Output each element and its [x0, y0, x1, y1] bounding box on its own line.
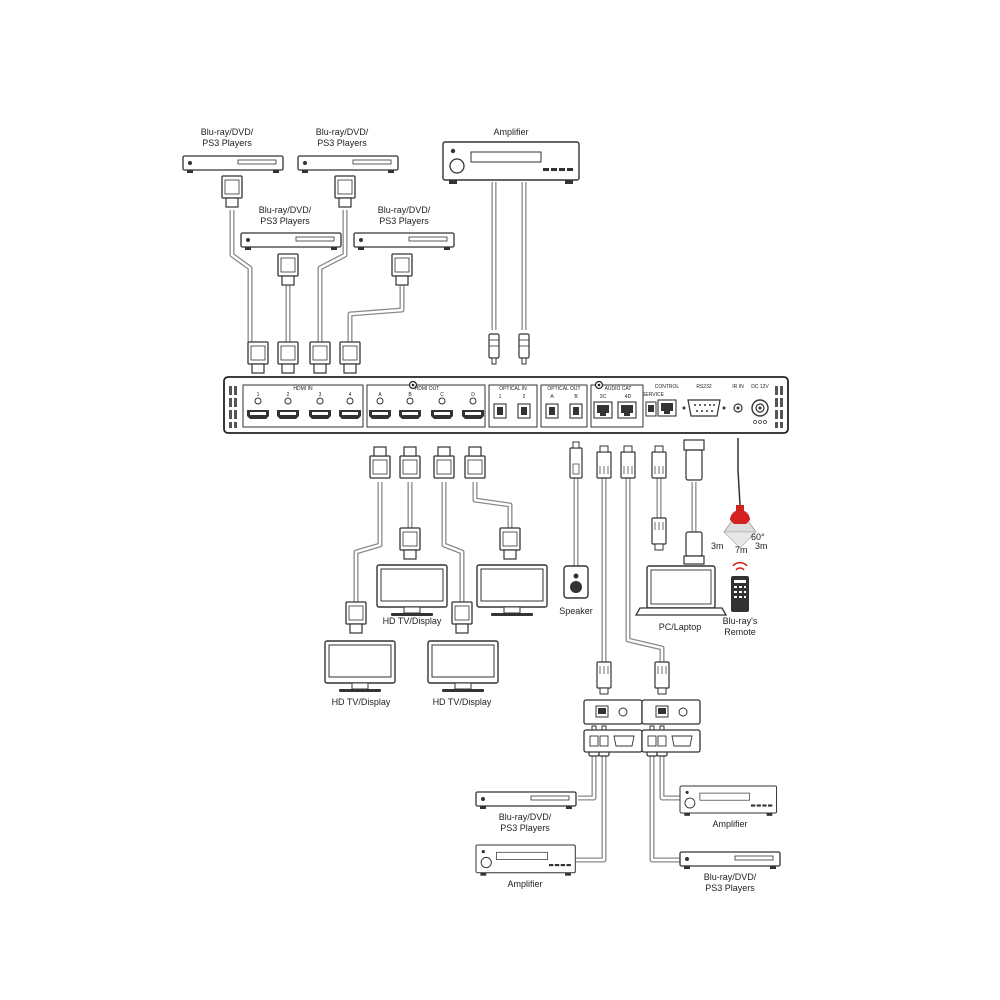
plugs — [221, 175, 705, 757]
tv-right — [476, 564, 548, 617]
speaker — [563, 565, 589, 599]
amplifier-bottom-left-label: Amplifier — [507, 879, 542, 889]
hdmi-in-port-4-label: 4 — [349, 392, 352, 398]
player-top-left — [182, 155, 284, 174]
tv-bottom-mid-label: HD TV/Display — [433, 697, 492, 707]
hdmi-in-port-3-label: 3 — [319, 392, 322, 398]
audio-cat-port-4d-label: 4D — [625, 394, 632, 400]
player-top-right-label-line2: PS3 Players — [317, 138, 367, 148]
receiver-right — [641, 699, 701, 753]
player-bottom-right-label-line1: Blu-ray/DVD/ — [704, 872, 757, 882]
control-label: CONTROL — [655, 384, 680, 390]
dc-label: DC 12V — [751, 384, 769, 390]
optical-out-port-a-label: A — [550, 394, 554, 400]
optical-in-label: OPTICAL IN — [499, 386, 527, 392]
audio-cat-port-3c-label: 3C — [600, 394, 607, 400]
hdmi-out-port-d-label: D — [471, 392, 475, 398]
hdmi-out-port-a-label: A — [378, 392, 382, 398]
player-top-left-label-line1: Blu-ray/DVD/ — [201, 127, 254, 137]
hdmi-in-socket-3 — [309, 410, 331, 419]
amplifier-top-label: Amplifier — [493, 127, 528, 137]
ir-range-left: 3m — [711, 541, 724, 551]
optical-out-port-b-label: B — [574, 394, 578, 400]
hdmi-in-socket-1 — [247, 410, 269, 419]
rs232-socket — [687, 399, 721, 417]
tv-bottom-mid — [427, 640, 499, 693]
player-mid-right — [353, 232, 455, 251]
hdmi-out-socket-a — [369, 410, 391, 419]
optical-out-label: OPTICAL OUT — [547, 386, 580, 392]
player-bottom-left-label-line2: PS3 Players — [500, 823, 550, 833]
player-mid-left-label-line2: PS3 Players — [260, 216, 310, 226]
remote-label-line1: Blu-ray's — [723, 616, 758, 626]
player-top-left-label-line2: PS3 Players — [202, 138, 252, 148]
player-top-right-label-line1: Blu-ray/DVD/ — [316, 127, 369, 137]
amplifier-bottom-left — [475, 844, 576, 877]
amplifier-bottom-right — [679, 785, 778, 817]
amplifier-bottom-right-label: Amplifier — [712, 819, 747, 829]
service-label: SERVICE — [642, 392, 665, 398]
tv-bottom-left — [324, 640, 396, 693]
optical-in-port-1-label: 1 — [499, 394, 502, 400]
optical-in-port-2-label: 2 — [523, 394, 526, 400]
hdmi-in-socket-4 — [339, 410, 361, 419]
tv-bottom-left-label: HD TV/Display — [332, 697, 391, 707]
player-bottom-right-label-line2: PS3 Players — [705, 883, 755, 893]
player-mid-left — [240, 232, 342, 251]
amplifier-top — [442, 141, 580, 185]
labels: Blu-ray/DVD/ PS3 Players Blu-ray/DVD/ PS… — [201, 127, 758, 893]
player-top-right — [297, 155, 399, 174]
ir-in-label: IR IN — [732, 384, 744, 390]
hdmi-in-label: HDMI IN — [293, 386, 313, 392]
ir-range-right: 3m — [755, 541, 768, 551]
hdmi-out-socket-c — [431, 410, 453, 419]
hdmi-in-port-1-label: 1 — [257, 392, 260, 398]
cables — [229, 182, 741, 863]
rs232-label: RS232 — [696, 384, 712, 390]
hdmi-out-socket-b — [399, 410, 421, 419]
hdmi-in-port-2-label: 2 — [287, 392, 290, 398]
tv-center-label: HD TV/Display — [383, 616, 442, 626]
player-mid-right-label-line1: Blu-ray/DVD/ — [378, 205, 431, 215]
speaker-label: Speaker — [559, 606, 593, 616]
remote-control — [731, 561, 749, 612]
player-bottom-left-label-line1: Blu-ray/DVD/ — [499, 812, 552, 822]
pc-label: PC/Laptop — [659, 622, 702, 632]
tv-center — [376, 564, 448, 617]
player-bottom-right — [679, 851, 781, 870]
ir-receiver — [723, 505, 757, 549]
hdmi-in-socket-2 — [277, 410, 299, 419]
player-mid-left-label-line1: Blu-ray/DVD/ — [259, 205, 312, 215]
hdmi-out-port-b-label: B — [408, 392, 412, 398]
pc-laptop — [634, 565, 728, 616]
hdmi-out-port-c-label: C — [440, 392, 444, 398]
player-mid-right-label-line2: PS3 Players — [379, 216, 429, 226]
ir-angle-label: 60° — [751, 532, 765, 542]
player-bottom-left — [475, 791, 577, 810]
ir-range-center: 7m — [735, 545, 748, 555]
audio-cat-label: AUDIO CAT — [605, 386, 632, 392]
remote-label-line2: Remote — [724, 627, 756, 637]
hdmi-out-label: HDMI OUT — [415, 386, 440, 392]
matrix-rear-panel: HDMI IN 1 2 3 4 HDMI OUT A B C D OPTICAL… — [223, 376, 789, 434]
hdmi-out-socket-d — [462, 410, 484, 419]
